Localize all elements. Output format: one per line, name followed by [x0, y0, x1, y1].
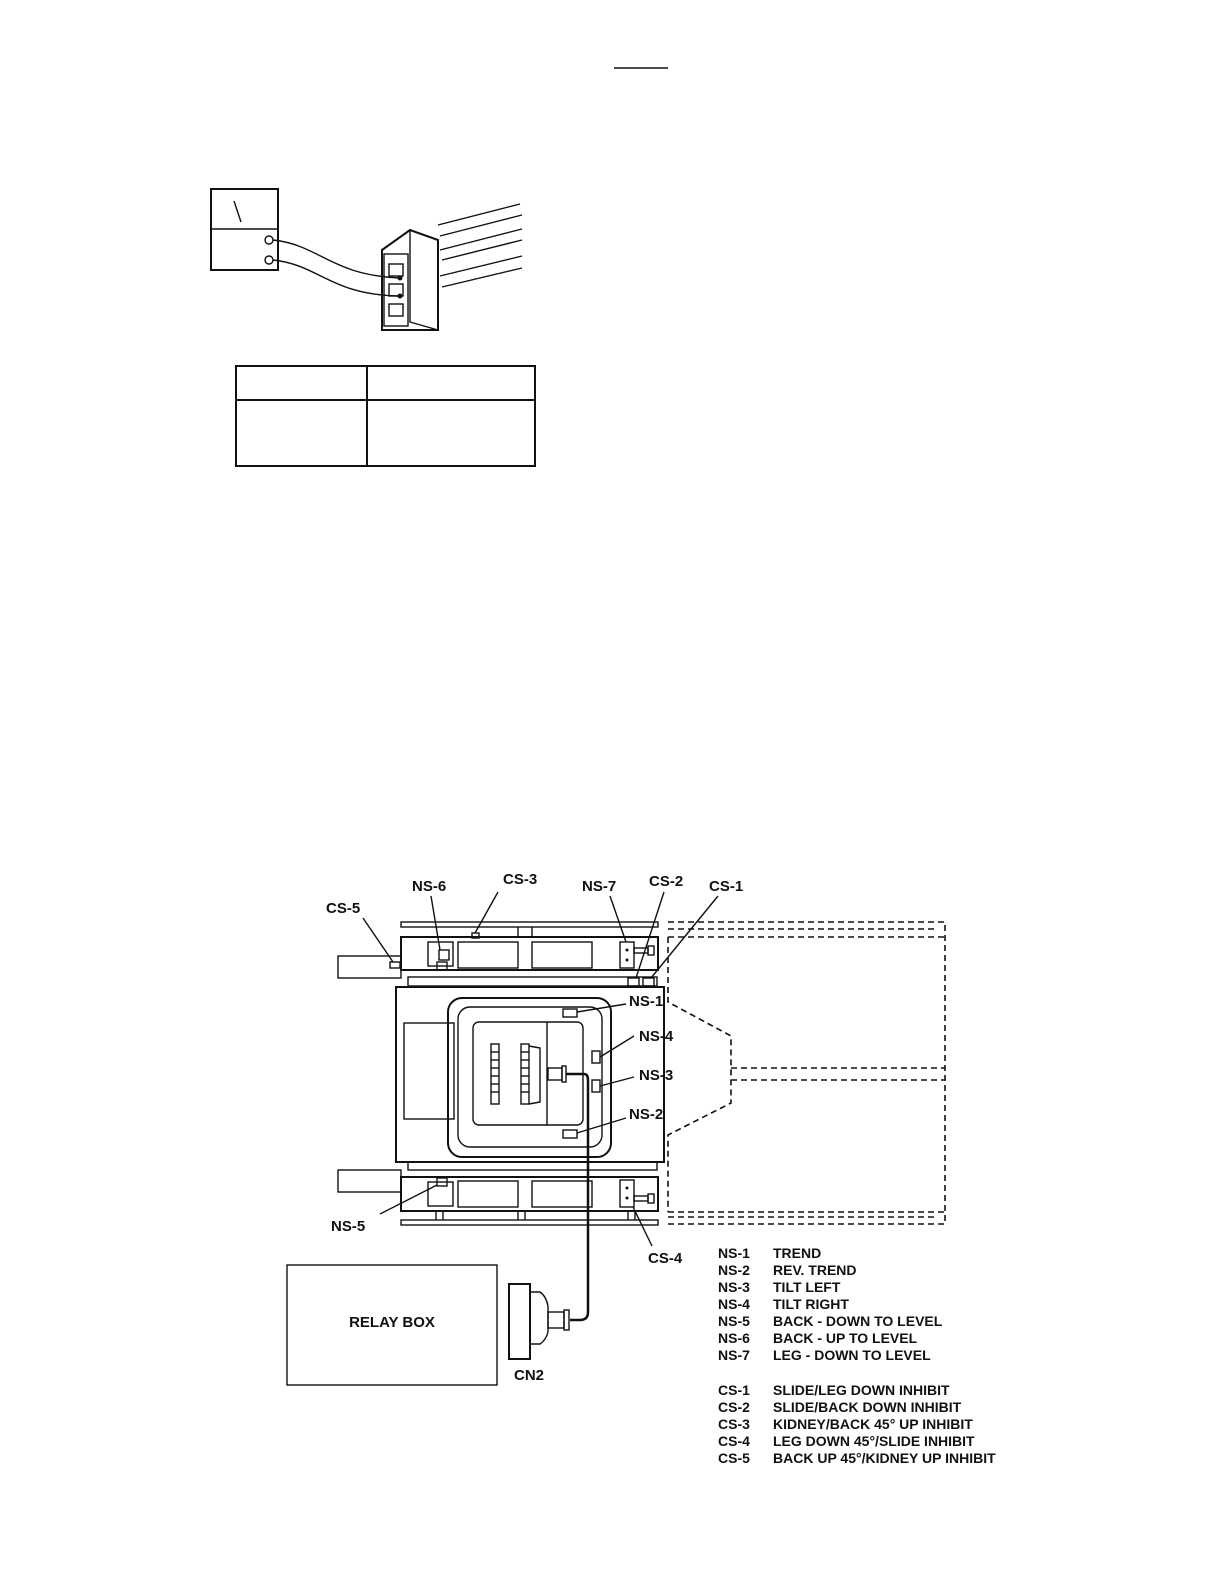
bottom-rail	[337, 1161, 659, 1226]
legend-row: NS-5 BACK - DOWN TO LEVEL	[718, 1313, 943, 1329]
legend-desc: BACK UP 45°/KIDNEY UP INHIBIT	[773, 1450, 996, 1466]
legend-row: CS-5 BACK UP 45°/KIDNEY UP INHIBIT	[718, 1450, 996, 1466]
relay-box-label: RELAY BOX	[349, 1314, 435, 1331]
legend-desc: SLIDE/BACK DOWN INHIBIT	[773, 1399, 962, 1415]
relay-box: RELAY BOX	[286, 1264, 498, 1386]
table-layout-diagram: CS-5 NS-6 CS-3 NS-7 CS-2 CS-1 NS-1 NS-4 …	[286, 871, 946, 1386]
legend-desc: TILT RIGHT	[773, 1296, 849, 1312]
legend-row: NS-3 TILT LEFT	[718, 1279, 841, 1295]
label-cs-1: CS-1	[709, 878, 743, 895]
legend-code: NS-3	[718, 1279, 750, 1295]
legend-code: CS-3	[718, 1416, 750, 1432]
legend-desc: SLIDE/LEG DOWN INHIBIT	[773, 1382, 950, 1398]
legend-code: NS-7	[718, 1347, 750, 1363]
label-ns-6: NS-6	[412, 878, 446, 895]
label-cs-2: CS-2	[649, 873, 683, 890]
legend-row: CS-4 LEG DOWN 45°/SLIDE INHIBIT	[718, 1433, 975, 1449]
label-ns-4: NS-4	[639, 1028, 674, 1045]
label-cs-3: CS-3	[503, 871, 537, 888]
legend-desc: TILT LEFT	[773, 1279, 841, 1295]
legend-code: NS-5	[718, 1313, 750, 1329]
legend-row: NS-1 TREND	[718, 1245, 821, 1261]
label-cs-5: CS-5	[326, 900, 360, 917]
legend-desc: LEG - DOWN TO LEVEL	[773, 1347, 931, 1363]
center-base	[395, 986, 665, 1163]
legend-code: NS-6	[718, 1330, 750, 1346]
legend-desc: REV. TREND	[773, 1262, 857, 1278]
cn2-label: CN2	[514, 1367, 544, 1384]
legend-row: CS-3 KIDNEY/BACK 45° UP INHIBIT	[718, 1416, 973, 1432]
label-ns-7: NS-7	[582, 878, 616, 895]
legend-code: CS-5	[718, 1450, 750, 1466]
legend-desc: LEG DOWN 45°/SLIDE INHIBIT	[773, 1433, 975, 1449]
legend-row: NS-2 REV. TREND	[718, 1262, 857, 1278]
legend-desc: BACK - DOWN TO LEVEL	[773, 1313, 943, 1329]
cable-to-cn2	[566, 1072, 590, 1322]
meter-connector-illustration	[210, 188, 523, 331]
test-leads	[272, 239, 401, 297]
dashed-tabletop-outline	[667, 921, 946, 1225]
leader-lines	[362, 891, 719, 1247]
legend-row: CS-2 SLIDE/BACK DOWN INHIBIT	[718, 1399, 962, 1415]
empty-table	[235, 365, 536, 467]
legend-code: NS-1	[718, 1245, 750, 1261]
legend-desc: TREND	[773, 1245, 821, 1261]
label-ns-5: NS-5	[331, 1218, 365, 1235]
legend-code: CS-4	[718, 1433, 750, 1449]
label-ns-1: NS-1	[629, 993, 663, 1010]
legend-row: NS-6 BACK - UP TO LEVEL	[718, 1330, 918, 1346]
label-ns-2: NS-2	[629, 1106, 663, 1123]
label-ns-3: NS-3	[639, 1067, 673, 1084]
legend-desc: KIDNEY/BACK 45° UP INHIBIT	[773, 1416, 973, 1432]
legend-desc: BACK - UP TO LEVEL	[773, 1330, 918, 1346]
meter-icon	[210, 188, 279, 271]
legend-code: CS-2	[718, 1399, 750, 1415]
cn2-connector: CN2	[508, 1283, 570, 1384]
legend-row: CS-1 SLIDE/LEG DOWN INHIBIT	[718, 1382, 950, 1398]
legend-code: CS-1	[718, 1382, 750, 1398]
label-cs-4: CS-4	[648, 1250, 683, 1267]
legend-code: NS-4	[718, 1296, 750, 1312]
legend-row: NS-7 LEG - DOWN TO LEVEL	[718, 1347, 931, 1363]
legend-row: NS-4 TILT RIGHT	[718, 1296, 849, 1312]
connector-icon	[381, 203, 523, 331]
top-rail	[337, 921, 659, 987]
legend-code: NS-2	[718, 1262, 750, 1278]
